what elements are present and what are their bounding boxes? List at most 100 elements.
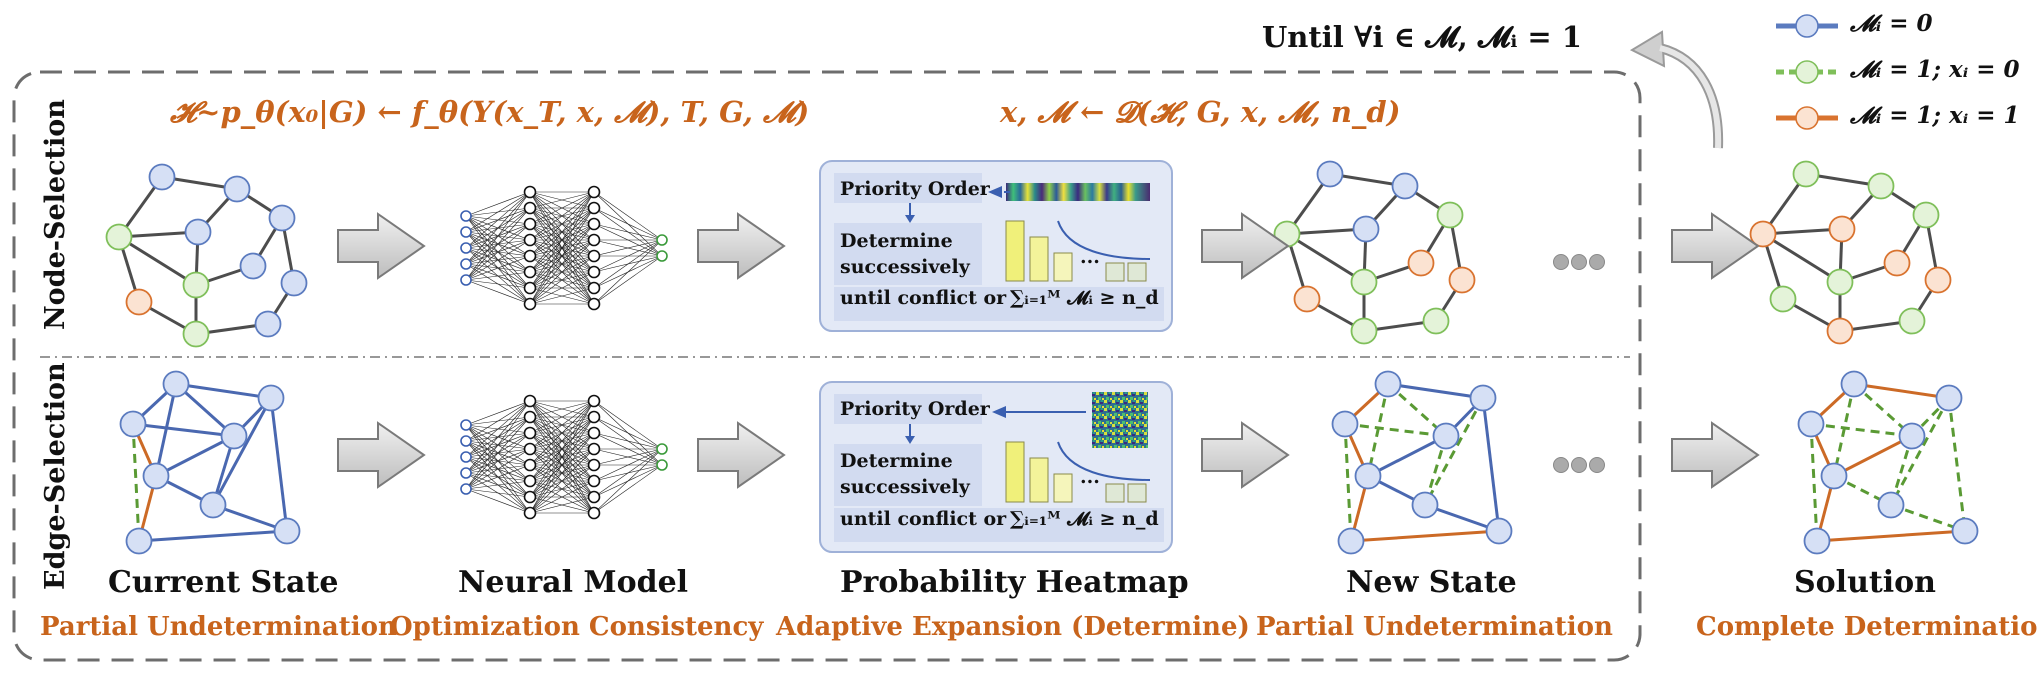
net-connection: [529, 400, 595, 482]
probability-bar: [1053, 473, 1073, 503]
graph-node: [119, 410, 147, 438]
graph-edge: [155, 434, 235, 478]
net-connection: [465, 400, 531, 474]
determine-label-top-1: Determine: [840, 230, 953, 252]
net-neuron: [523, 201, 537, 215]
update-formula: x, 𝓜 ← 𝓓(𝓗, G, x, 𝓜, n_d): [1000, 95, 1401, 129]
net-connection: [593, 239, 663, 305]
graph-edge: [1889, 397, 1951, 506]
graph-edge: [1366, 383, 1390, 477]
flow-arrow: [697, 212, 786, 280]
net-connection: [529, 191, 595, 273]
graph-node: [162, 370, 190, 398]
net-connection: [529, 432, 595, 514]
graph-node: [1469, 384, 1497, 412]
net-neuron: [523, 426, 537, 440]
flow-arrow: [1201, 212, 1290, 280]
net-connection: [465, 480, 531, 490]
graph-node: [1912, 201, 1940, 229]
graph-edge: [132, 422, 235, 438]
net-connection: [465, 191, 531, 265]
graph-edge: [1853, 382, 1950, 400]
net-connection: [529, 191, 595, 241]
net-neuron: [587, 249, 601, 263]
graph-node: [273, 517, 301, 545]
column-title-neural-model: Neural Model: [458, 565, 689, 600]
net-connection: [529, 496, 595, 514]
net-neuron: [460, 435, 472, 447]
net-connection: [465, 400, 531, 426]
net-neuron: [587, 506, 601, 520]
net-connection: [465, 223, 531, 281]
graph-node: [268, 204, 296, 232]
graph-edge: [1344, 422, 1447, 438]
determine-label-bottom-1: Determine: [840, 450, 953, 472]
until-conflict-label-bottom: until conflict or: [840, 508, 1007, 530]
net-neuron: [523, 185, 537, 199]
net-neuron: [587, 233, 601, 247]
until-box: [834, 287, 1164, 321]
determine-label-top-2: successively: [840, 256, 970, 278]
down-arrow-head: [905, 215, 915, 223]
loop-back-arrow: [1629, 30, 1724, 149]
net-connection: [593, 448, 663, 482]
net-connection: [529, 207, 595, 305]
graph-node: [199, 491, 227, 519]
model-formula: 𝓗~p_θ(x₀|G) ← f_θ(Y(x_T, x, 𝓜), T, G, 𝓜): [170, 95, 810, 129]
flow-arrow: [1201, 421, 1290, 489]
net-neuron: [656, 250, 668, 262]
column-subtitle-neural-model: Optimization Consistency: [390, 612, 764, 642]
current-state-graph-node: [105, 163, 308, 348]
new-state-graph-node: [1273, 160, 1476, 345]
bar-ellipsis-top: ...: [1080, 246, 1100, 268]
net-neuron: [587, 265, 601, 279]
graph-node: [220, 422, 248, 450]
decay-curve: [1057, 441, 1151, 481]
net-connection: [529, 239, 595, 305]
graph-node: [182, 320, 210, 348]
net-neuron: [523, 297, 537, 311]
solution-graph-node: [1749, 160, 1952, 345]
net-connection: [593, 432, 663, 450]
graph-node: [1820, 462, 1848, 490]
net-neuron: [523, 394, 537, 408]
net-connection: [529, 287, 595, 305]
graph-node: [1350, 268, 1378, 296]
probability-bar: [1029, 457, 1049, 503]
column-title-probability-heatmap: Probability Heatmap: [840, 565, 1189, 600]
graph-node: [1422, 307, 1450, 335]
column-subtitle-probability-heatmap: Adaptive Expansion (Determine): [776, 612, 1250, 642]
net-connection: [593, 448, 663, 514]
graph-node: [1331, 410, 1359, 438]
sum-condition-top: ∑ᵢ₌₁ᴹ 𝓜ᵢ ≥ n_d: [1010, 287, 1159, 309]
graph-edge: [1367, 434, 1447, 478]
graph-edge: [1350, 529, 1500, 543]
column-title-new-state: New State: [1346, 565, 1517, 600]
row-label-edge-selection: Edge-Selection: [40, 362, 71, 590]
priority-order-box: [834, 394, 982, 424]
net-neuron: [656, 234, 668, 246]
probability-bar: [1105, 262, 1125, 282]
net-connection: [465, 400, 531, 458]
net-connection: [529, 400, 595, 498]
net-connection: [529, 416, 595, 514]
priority-order-box: [834, 173, 982, 203]
graph-node: [254, 310, 282, 338]
graph-edge: [1810, 422, 1913, 438]
neural-network-top: [460, 185, 668, 311]
until-box: [834, 508, 1164, 542]
net-connection: [465, 191, 531, 233]
net-connection: [529, 191, 595, 305]
net-connection: [465, 271, 531, 281]
net-connection: [593, 207, 663, 241]
net-connection: [465, 207, 531, 281]
net-neuron: [523, 506, 537, 520]
determine-label-bottom-2: successively: [840, 476, 970, 498]
net-connection: [593, 239, 663, 289]
graph-edge: [1832, 383, 1856, 477]
net-connection: [529, 400, 595, 418]
net-connection: [529, 480, 595, 514]
net-neuron: [587, 281, 601, 295]
graph-node: [1797, 410, 1825, 438]
net-neuron: [656, 459, 668, 471]
